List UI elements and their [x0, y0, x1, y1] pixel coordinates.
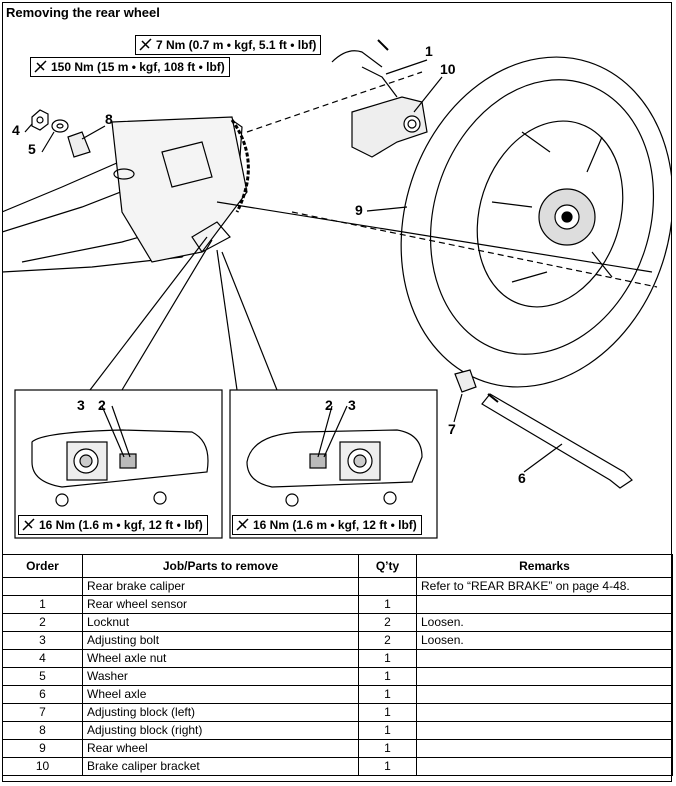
- cell-remarks: [416, 703, 673, 722]
- cell-qty: 1: [358, 721, 417, 740]
- cell-qty: [358, 577, 417, 596]
- torque-label-locknut-right: 16 Nm (1.6 m • kgf, 12 ft • lbf): [232, 515, 422, 535]
- cell-order: 6: [2, 685, 83, 704]
- cell-remarks: [416, 667, 673, 686]
- cell-qty: 1: [358, 739, 417, 758]
- page-title: Removing the rear wheel: [6, 5, 160, 20]
- detail-box-left: [14, 389, 223, 539]
- header-qty: Q’ty: [358, 554, 417, 578]
- rear-wheel: [400, 56, 672, 388]
- cell-job: Adjusting bolt: [82, 631, 359, 650]
- cell-order: 7: [2, 703, 83, 722]
- cell-job: Rear brake caliper: [82, 577, 359, 596]
- wheel-sensor-cable: [331, 50, 383, 68]
- cell-job: Wheel axle nut: [82, 649, 359, 668]
- cell-order: 9: [2, 739, 83, 758]
- cell-qty: 1: [358, 757, 417, 776]
- table-row: Rear brake caliper Refer to “REAR BRAKE” …: [2, 577, 673, 596]
- cell-order: [2, 577, 83, 596]
- swingarm-slot: [113, 168, 135, 180]
- cell-order: 4: [2, 649, 83, 668]
- cell-qty: 1: [358, 703, 417, 722]
- cell-job: Rear wheel sensor: [82, 595, 359, 614]
- callout-right-3: 3: [348, 397, 356, 413]
- table-header-row: Order Job/Parts to remove Q’ty Remarks: [2, 554, 673, 578]
- callout-left-2: 2: [98, 397, 106, 413]
- cell-remarks: [416, 757, 673, 776]
- cell-job: Rear wheel: [82, 739, 359, 758]
- cell-qty: 1: [358, 685, 417, 704]
- cell-remarks: Loosen.: [416, 631, 673, 650]
- drive-chain: [230, 119, 250, 213]
- brake-caliper-bracket: [351, 66, 428, 158]
- cell-order: 5: [2, 667, 83, 686]
- cell-job: Washer: [82, 667, 359, 686]
- cell-qty: 2: [358, 631, 417, 650]
- cell-remarks: [416, 595, 673, 614]
- header-remarks: Remarks: [416, 554, 673, 578]
- cell-remarks: [416, 739, 673, 758]
- callout-7: 7: [448, 421, 456, 437]
- callout-9: 9: [355, 202, 363, 218]
- cell-job: Brake caliper bracket: [82, 757, 359, 776]
- callout-4: 4: [12, 122, 20, 138]
- cell-remarks: [416, 685, 673, 704]
- swingarm-plate: [111, 116, 248, 263]
- detail-left-drawing: [31, 405, 209, 507]
- cell-remarks: Refer to “REAR BRAKE” on page 4-48.: [416, 577, 673, 596]
- detail-box-right: [229, 389, 438, 539]
- cell-job: Locknut: [82, 613, 359, 632]
- cell-remarks: [416, 721, 673, 740]
- cell-remarks: Loosen.: [416, 613, 673, 632]
- cell-order: 8: [2, 721, 83, 740]
- callout-1: 1: [425, 43, 433, 59]
- rear-wheel-exploded-diagram: [2, 39, 672, 539]
- header-job: Job/Parts to remove: [82, 554, 359, 578]
- callout-8: 8: [105, 111, 113, 127]
- callout-6: 6: [518, 470, 526, 486]
- callout-5: 5: [28, 141, 36, 157]
- cell-qty: 2: [358, 613, 417, 632]
- cell-order: 1: [2, 595, 83, 614]
- torque-label-locknut-left: 16 Nm (1.6 m • kgf, 12 ft • lbf): [18, 515, 208, 535]
- cell-job: Wheel axle: [82, 685, 359, 704]
- cell-job: Adjusting block (left): [82, 703, 359, 722]
- cell-order: 10: [2, 757, 83, 776]
- torque-wrench-icon: [236, 518, 249, 531]
- detail-right-drawing: [246, 405, 423, 507]
- cell-qty: 1: [358, 649, 417, 668]
- cell-qty: 1: [358, 667, 417, 686]
- cell-qty: 1: [358, 595, 417, 614]
- torque-wrench-icon: [34, 60, 47, 73]
- axle-nut: [31, 109, 49, 131]
- swingarm-outline: [2, 119, 243, 273]
- callout-left-3: 3: [77, 397, 85, 413]
- cell-remarks: [416, 649, 673, 668]
- adjusting-block-left: [454, 369, 477, 393]
- cell-order: 3: [2, 631, 83, 650]
- washer: [51, 119, 69, 133]
- header-order: Order: [2, 554, 83, 578]
- cell-job: Adjusting block (right): [82, 721, 359, 740]
- wheel-axle: [481, 393, 633, 489]
- parts-table: Order Job/Parts to remove Q’ty Remarks R…: [2, 554, 673, 776]
- torque-wrench-icon: [139, 38, 152, 51]
- callout-right-2: 2: [325, 397, 333, 413]
- torque-label-sensor-bolt: 7 Nm (0.7 m • kgf, 5.1 ft • lbf): [135, 35, 322, 55]
- callout-10: 10: [440, 61, 456, 77]
- torque-wrench-icon: [22, 518, 35, 531]
- cell-order: 2: [2, 613, 83, 632]
- torque-label-axle-nut: 150 Nm (15 m • kgf, 108 ft • lbf): [30, 57, 230, 77]
